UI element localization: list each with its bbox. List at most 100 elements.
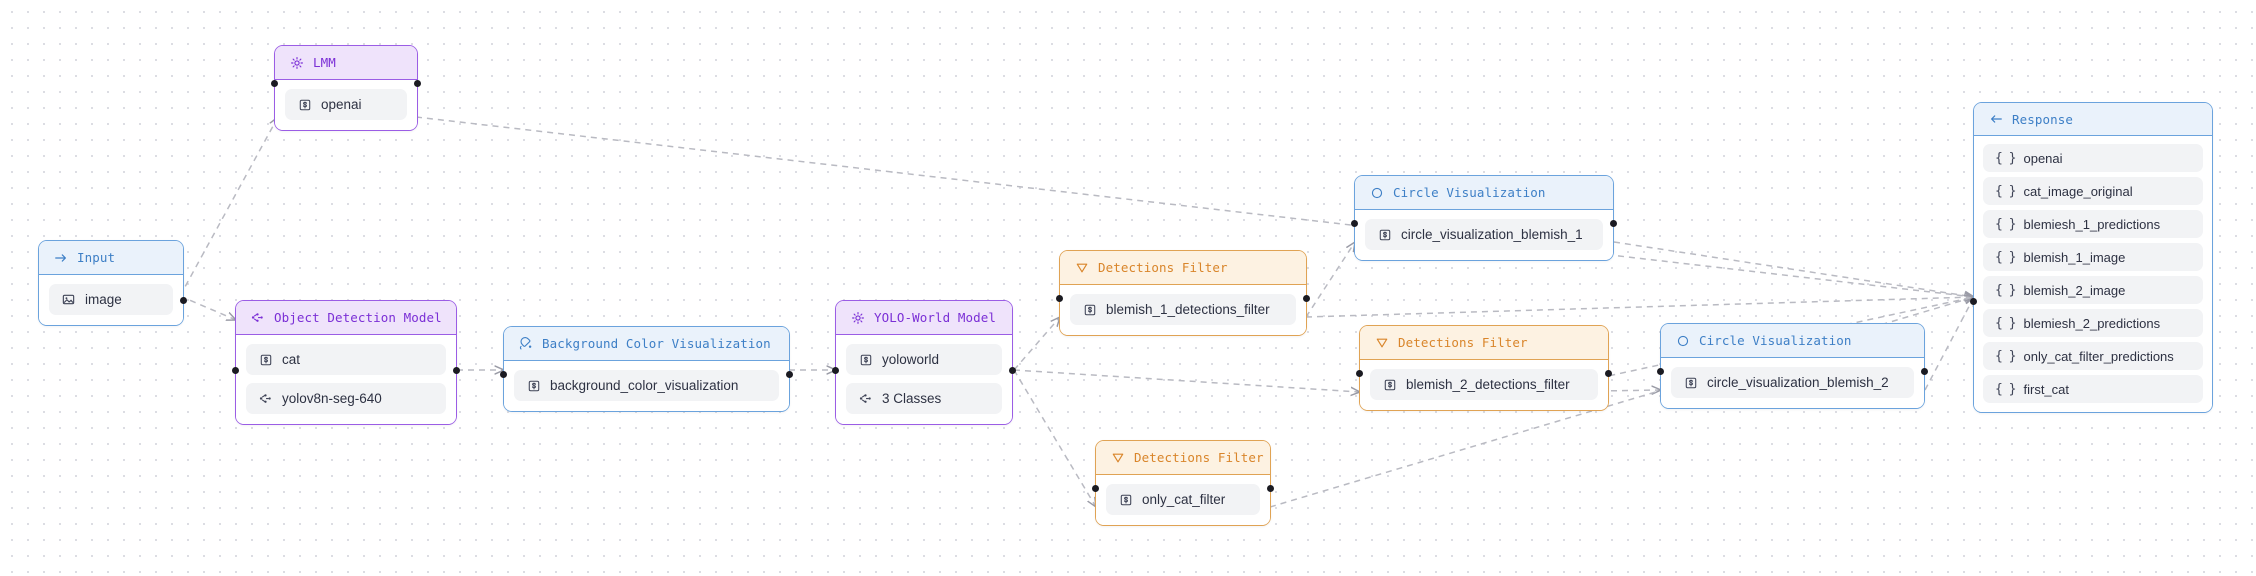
port-background-color-visualization-in[interactable] — [500, 371, 507, 378]
braces-icon: { } — [1995, 315, 2017, 331]
response-output-label: blemish_1_image — [2023, 249, 2126, 265]
row-circle-visualization-blemish-1-label: circle_visualization_blemish_1 — [1401, 227, 1583, 242]
port-lmm-out[interactable] — [414, 80, 421, 87]
row-openai-label: openai — [321, 97, 362, 112]
gear-icon — [289, 55, 304, 70]
row-yolov8n-seg-640[interactable]: yolov8n-seg-640 — [246, 383, 446, 414]
port-circle-visualization-2-out[interactable] — [1921, 368, 1928, 375]
port-response-in[interactable] — [1970, 298, 1977, 305]
dollar-box-icon — [297, 97, 312, 112]
dollar-box-icon — [1683, 375, 1698, 390]
node-lmm-body: openai — [275, 80, 417, 130]
response-output-label: first_cat — [2023, 381, 2069, 397]
response-output-label: blemiesh_2_predictions — [2023, 315, 2161, 331]
response-output-row[interactable]: { }cat_image_original — [1983, 177, 2203, 205]
port-circle-visualization-2-in[interactable] — [1657, 368, 1664, 375]
response-output-row[interactable]: { }only_cat_filter_predictions — [1983, 342, 2203, 370]
response-output-row[interactable]: { }first_cat — [1983, 375, 2203, 403]
port-detections-filter-3-in[interactable] — [1092, 485, 1099, 492]
row-cat[interactable]: cat — [246, 344, 446, 375]
node-lmm-title: LMM — [313, 55, 336, 70]
row-cat-label: cat — [282, 352, 301, 367]
port-input-out[interactable] — [180, 297, 187, 304]
node-yolo-world-model-header: YOLO-World Model — [836, 301, 1012, 335]
row-blemish-1-detections-filter[interactable]: blemish_1_detections_filter — [1070, 294, 1296, 325]
row-3-classes-label: 3 Classes — [882, 391, 942, 406]
braces-icon: { } — [1995, 249, 2017, 265]
node-circle-visualization-2[interactable]: Circle Visualization circle_visualizatio… — [1657, 323, 1928, 409]
row-only-cat-filter[interactable]: only_cat_filter — [1106, 484, 1260, 515]
response-title: Response — [2012, 111, 2074, 127]
node-input-body: image — [39, 275, 183, 325]
dollar-box-icon — [526, 378, 541, 393]
node-detections-filter-2-header: Detections Filter — [1360, 326, 1608, 360]
response-output-label: only_cat_filter_predictions — [2023, 348, 2174, 364]
response-output-label: blemiesh_1_predictions — [2023, 216, 2161, 232]
node-yolo-world-model-body: yoloworld 3 Classes — [836, 335, 1012, 424]
port-detections-filter-3-out[interactable] — [1267, 485, 1274, 492]
port-background-color-visualization-out[interactable] — [786, 371, 793, 378]
response-panel[interactable]: Response { }openai{ }cat_image_original{… — [1970, 102, 2213, 413]
node-background-color-visualization-title: Background Color Visualization — [542, 336, 771, 351]
port-object-detection-model-out[interactable] — [453, 367, 460, 374]
port-object-detection-model-in[interactable] — [232, 367, 239, 374]
dollar-box-icon — [858, 352, 873, 367]
network-icon — [858, 391, 873, 406]
row-circle-visualization-blemish-1[interactable]: circle_visualization_blemish_1 — [1365, 219, 1603, 250]
port-detections-filter-1-out[interactable] — [1303, 295, 1310, 302]
port-yolo-world-model-out[interactable] — [1009, 367, 1016, 374]
row-circle-visualization-blemish-2[interactable]: circle_visualization_blemish_2 — [1671, 367, 1914, 398]
port-detections-filter-1-in[interactable] — [1056, 295, 1063, 302]
response-header: Response — [1974, 103, 2212, 136]
node-lmm-header: LMM — [275, 46, 417, 80]
dollar-box-icon — [1377, 227, 1392, 242]
node-circle-visualization-2-header: Circle Visualization — [1661, 324, 1924, 358]
node-input[interactable]: Input image — [38, 240, 187, 326]
port-circle-visualization-1-out[interactable] — [1610, 220, 1617, 227]
row-yoloworld[interactable]: yoloworld — [846, 344, 1002, 375]
port-lmm-in[interactable] — [271, 80, 278, 87]
response-output-row[interactable]: { }blemish_2_image — [1983, 276, 2203, 304]
node-circle-visualization-1-body: circle_visualization_blemish_1 — [1355, 210, 1613, 260]
dollar-box-icon — [258, 352, 273, 367]
node-detections-filter-3[interactable]: Detections Filter only_cat_filter — [1092, 440, 1274, 526]
braces-icon: { } — [1995, 282, 2017, 298]
node-background-color-visualization[interactable]: Background Color Visualization backgroun… — [500, 326, 793, 412]
response-output-row[interactable]: { } blemish_1_image — [1983, 243, 2203, 271]
node-circle-visualization-1-header: Circle Visualization — [1355, 176, 1613, 210]
row-openai[interactable]: openai — [285, 89, 407, 120]
image-icon — [61, 292, 76, 307]
network-icon — [250, 310, 265, 325]
port-circle-visualization-1-in[interactable] — [1351, 220, 1358, 227]
row-3-classes[interactable]: 3 Classes — [846, 383, 1002, 414]
port-detections-filter-2-out[interactable] — [1605, 370, 1612, 377]
node-background-color-visualization-body: background_color_visualization — [504, 361, 789, 411]
funnel-icon — [1074, 260, 1089, 275]
response-output-row[interactable]: { }blemiesh_1_predictions — [1983, 210, 2203, 238]
row-image[interactable]: image — [49, 284, 173, 315]
node-circle-visualization-2-body: circle_visualization_blemish_2 — [1661, 358, 1924, 408]
node-object-detection-model-title: Object Detection Model — [274, 310, 442, 325]
node-yolo-world-model[interactable]: YOLO-World Model yoloworld 3 Classes — [832, 300, 1016, 425]
row-background-color-visualization[interactable]: background_color_visualization — [514, 370, 779, 401]
node-lmm[interactable]: LMM openai — [271, 45, 421, 131]
node-yolo-world-model-title: YOLO-World Model — [874, 310, 997, 325]
node-detections-filter-1-title: Detections Filter — [1098, 260, 1228, 275]
braces-icon: { } — [1995, 183, 2017, 199]
node-circle-visualization-1[interactable]: Circle Visualization circle_visualizatio… — [1351, 175, 1617, 261]
braces-icon: { } — [1995, 150, 2017, 166]
node-object-detection-model[interactable]: Object Detection Model cat yolov8n-seg-6… — [232, 300, 460, 425]
node-detections-filter-1[interactable]: Detections Filter blemish_1_detections_f… — [1056, 250, 1310, 336]
arrow-right-icon — [53, 250, 68, 265]
response-output-row[interactable]: { }openai — [1983, 144, 2203, 172]
port-detections-filter-2-in[interactable] — [1356, 370, 1363, 377]
dollar-box-icon — [1382, 377, 1397, 392]
node-object-detection-model-header: Object Detection Model — [236, 301, 456, 335]
port-yolo-world-model-in[interactable] — [832, 367, 839, 374]
arrow-left-icon — [1988, 112, 2003, 127]
row-blemish-2-detections-filter[interactable]: blemish_2_detections_filter — [1370, 369, 1598, 400]
response-output-row[interactable]: { } blemiesh_2_predictions — [1983, 309, 2203, 337]
node-detections-filter-2[interactable]: Detections Filter blemish_2_detections_f… — [1356, 325, 1612, 411]
node-background-color-visualization-header: Background Color Visualization — [504, 327, 789, 361]
